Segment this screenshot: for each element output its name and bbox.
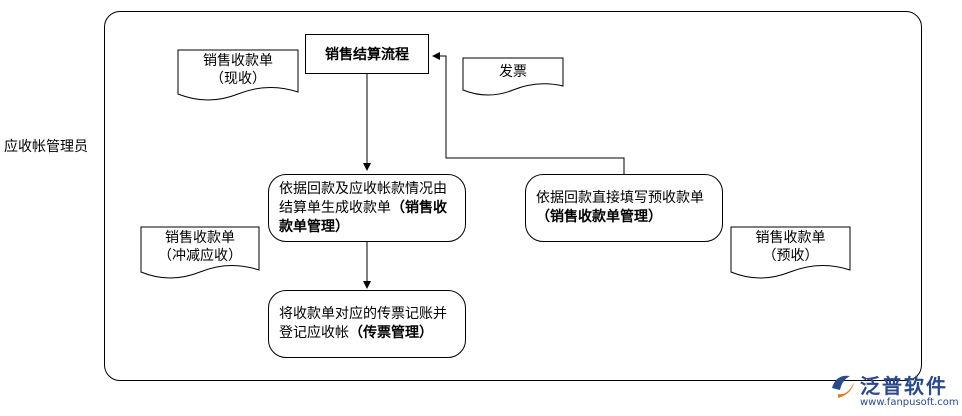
fanpu-logo-icon — [832, 375, 854, 398]
process-generate-text: 依据回款及应收帐款情况由结算单生成收款单 — [279, 180, 447, 216]
doc-cash-line2: （现收） — [210, 71, 266, 87]
doc-offset: 销售收款单 （冲减应收） — [141, 229, 259, 265]
logo-name: 泛普软件 — [860, 374, 948, 398]
swimlane — [104, 11, 922, 381]
process-record-voucher: 将收款单对应的传票记账并登记应收帐（传票管理） — [268, 290, 466, 358]
doc-cash-line1: 销售收款单 — [203, 53, 273, 69]
doc-prepay-line1: 销售收款单 — [755, 230, 826, 246]
flow-title: 销售结算流程 — [305, 34, 429, 74]
doc-prepay: 销售收款单 （预收） — [731, 229, 850, 265]
doc-prepay-line2: （预收） — [762, 248, 819, 264]
process-prepay-module: （销售收款单管理） — [536, 209, 662, 225]
lane-label: 应收帐管理员 — [4, 139, 88, 155]
doc-shape-cash — [177, 49, 299, 101]
process-prepay-text: 依据回款直接填写预收款单 — [536, 190, 704, 206]
process-prepay-receipt: 依据回款直接填写预收款单 （销售收款单管理） — [525, 174, 723, 242]
process-record-module: （传票管理） — [349, 325, 433, 341]
logo-url: www.fanpusoft.com — [860, 397, 959, 408]
doc-invoice: 发票 — [463, 63, 563, 81]
process-generate-receipt: 依据回款及应收帐款情况由结算单生成收款单（销售收款单管理） — [268, 174, 466, 242]
process-record-text: 将收款单对应的传票记账并登记应收帐 — [279, 306, 447, 341]
process-generate-module: （销售收款单管理） — [279, 199, 447, 235]
doc-cash: 销售收款单 （现收） — [178, 52, 298, 88]
doc-shape-offset — [140, 226, 260, 279]
arrow-prepay-to-title — [432, 52, 625, 174]
doc-shape-invoice — [462, 57, 564, 96]
doc-shape-prepay — [730, 226, 851, 279]
doc-offset-line2: （冲减应收） — [158, 248, 242, 264]
doc-offset-line1: 销售收款单 — [165, 230, 235, 246]
doc-invoice-line1: 发票 — [499, 64, 527, 80]
